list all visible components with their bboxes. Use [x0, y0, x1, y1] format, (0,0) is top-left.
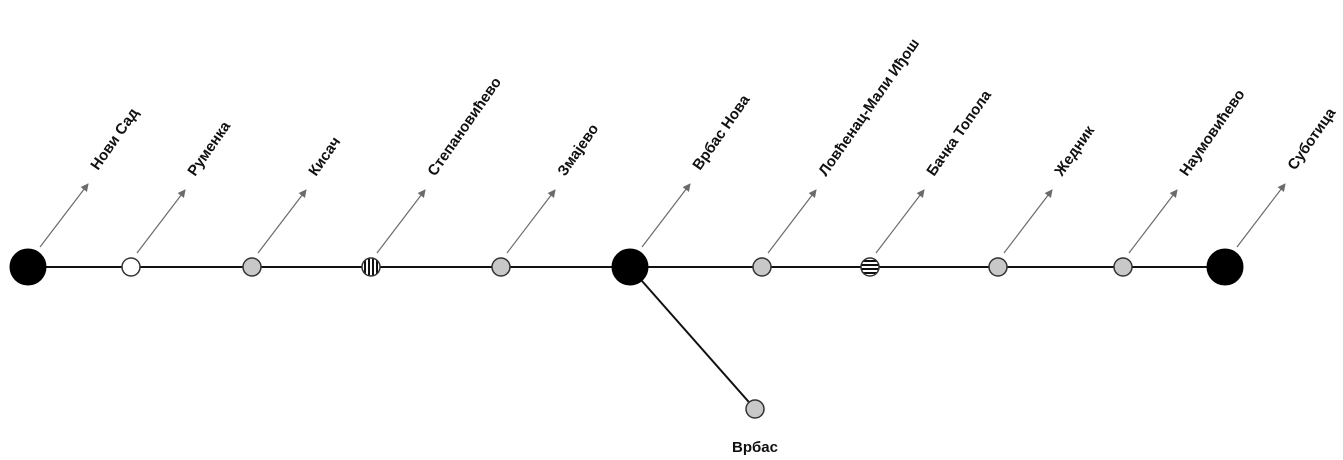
branch-track-line: [641, 280, 756, 410]
branch-station-node: [745, 399, 765, 419]
station-2-label: Кисач: [305, 134, 344, 179]
branch-station-label: Врбас: [732, 439, 778, 456]
station-7-label: Бачка Топола: [923, 87, 995, 180]
station-2-arrow: [257, 189, 307, 254]
station-0-arrow: [39, 183, 89, 248]
station-7-node: [860, 257, 880, 277]
station-10-arrow: [1236, 183, 1286, 248]
station-8-node: [988, 257, 1008, 277]
station-6-label: Ловћенац-Мали Иђош: [815, 36, 923, 180]
station-3-label: Степановићево: [424, 74, 505, 179]
station-5-arrow: [641, 183, 691, 248]
station-2-node: [242, 257, 262, 277]
station-3-node: [361, 257, 381, 277]
station-8-label: Жедник: [1051, 122, 1099, 180]
station-6-node: [752, 257, 772, 277]
station-6-arrow: [767, 189, 817, 254]
station-3-arrow: [376, 189, 426, 254]
station-4-arrow: [506, 189, 556, 254]
station-7-arrow: [875, 189, 925, 254]
station-4-node: [491, 257, 511, 277]
station-10-label: Суботица: [1284, 104, 1339, 173]
station-10-node: [1206, 248, 1244, 286]
station-8-arrow: [1003, 189, 1053, 254]
station-0-label: Нови Сад: [87, 105, 142, 174]
station-5-node: [611, 248, 649, 286]
station-9-node: [1113, 257, 1133, 277]
station-1-arrow: [136, 189, 186, 254]
station-0-node: [9, 248, 47, 286]
station-9-label: Наумовићево: [1176, 86, 1248, 179]
station-1-node: [121, 257, 141, 277]
station-1-label: Руменка: [184, 118, 234, 179]
station-9-arrow: [1128, 189, 1178, 254]
station-5-label: Врбас Нова: [689, 91, 753, 173]
station-4-label: Змајево: [554, 121, 602, 179]
